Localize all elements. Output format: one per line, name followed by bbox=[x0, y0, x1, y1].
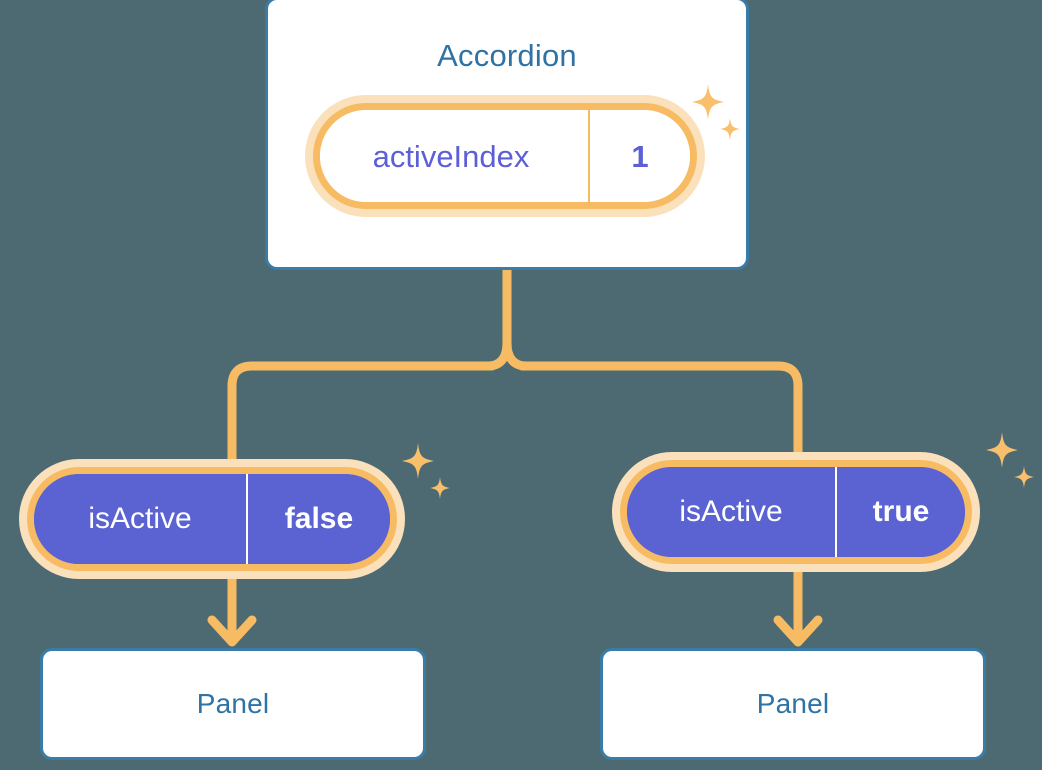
sparkles-icon bbox=[986, 432, 1034, 488]
connector-trunk-mirror bbox=[502, 338, 531, 371]
arrow-down-icon-left bbox=[207, 615, 257, 647]
state-pill-is-active-false[interactable]: isActive false bbox=[27, 467, 397, 571]
panel-card-right-title: Panel bbox=[756, 688, 830, 719]
state-key-is-active-true: isActive bbox=[627, 467, 835, 557]
connector-branch-left bbox=[227, 361, 497, 475]
state-value-is-active-false: false bbox=[246, 474, 390, 564]
panel-card-left[interactable]: Panel bbox=[40, 648, 426, 760]
sparkles-icon bbox=[402, 443, 450, 499]
panel-card-left-title: Panel bbox=[196, 688, 270, 719]
arrow-down-icon-right bbox=[773, 615, 823, 647]
connector-branch-right bbox=[517, 361, 803, 467]
panel-card-right[interactable]: Panel bbox=[600, 648, 986, 760]
state-value-is-active-true: true bbox=[835, 467, 965, 557]
state-key-active-index: activeIndex bbox=[320, 110, 588, 202]
accordion-card-title: Accordion bbox=[437, 38, 577, 73]
state-value-active-index: 1 bbox=[588, 110, 690, 202]
connector-trunk bbox=[483, 265, 512, 371]
state-pill-is-active-true[interactable]: isActive true bbox=[620, 460, 972, 564]
state-pill-active-index[interactable]: activeIndex 1 bbox=[313, 103, 697, 209]
state-key-is-active-false: isActive bbox=[34, 474, 246, 564]
